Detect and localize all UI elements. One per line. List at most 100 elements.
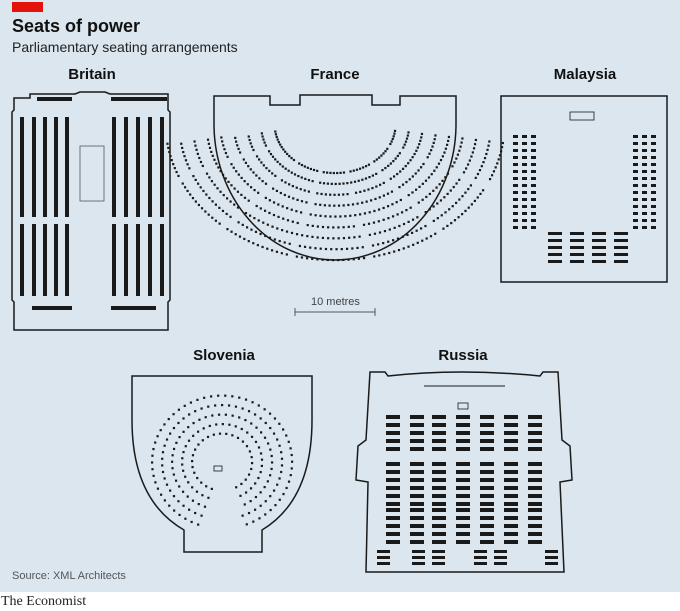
- seat: [419, 227, 423, 230]
- seat: [504, 415, 518, 419]
- seat: [165, 483, 169, 486]
- seat: [152, 447, 155, 451]
- seat: [642, 163, 647, 166]
- seat: [642, 177, 647, 180]
- seat: [167, 417, 170, 421]
- seat: [371, 244, 375, 247]
- seat: [244, 398, 248, 401]
- seat: [377, 243, 380, 246]
- seat: [450, 222, 453, 225]
- seat: [424, 179, 428, 182]
- seat: [197, 523, 200, 526]
- seat: [377, 208, 381, 211]
- seat: [531, 226, 536, 229]
- seat: [351, 247, 354, 250]
- seat: [504, 486, 518, 490]
- seat: [410, 423, 424, 427]
- seat: [245, 523, 248, 526]
- seat: [244, 418, 247, 422]
- seat: [382, 181, 385, 185]
- seat: [248, 214, 252, 217]
- bench: [124, 117, 128, 217]
- seat: [396, 213, 399, 216]
- seat: [250, 435, 254, 438]
- seat: [513, 156, 518, 159]
- seat: [324, 215, 327, 218]
- malaysia-label: Malaysia: [553, 66, 617, 83]
- seat: [287, 440, 290, 443]
- seat: [353, 236, 356, 239]
- seat: [469, 184, 473, 187]
- seat: [513, 226, 518, 229]
- seat: [401, 167, 405, 170]
- seat: [412, 243, 415, 246]
- seat: [442, 227, 445, 230]
- seat: [159, 429, 162, 432]
- seat: [311, 180, 314, 183]
- seat: [440, 214, 443, 217]
- seat: [152, 474, 155, 477]
- seat: [267, 150, 271, 153]
- seat: [224, 151, 228, 155]
- seat: [274, 174, 277, 177]
- seat: [241, 514, 244, 517]
- seat: [221, 423, 224, 426]
- seat: [394, 157, 397, 160]
- seat: [257, 191, 260, 194]
- seat: [168, 150, 171, 154]
- seat: [411, 191, 414, 194]
- seat: [311, 257, 314, 260]
- chart-title: Seats of power: [12, 16, 141, 36]
- seat: [528, 532, 542, 536]
- seat: [184, 445, 187, 448]
- seat: [264, 513, 267, 516]
- seat: [241, 223, 244, 226]
- seat: [513, 170, 518, 173]
- seat: [248, 138, 251, 142]
- seat: [393, 226, 396, 229]
- seat: [174, 479, 178, 482]
- seat: [234, 233, 237, 236]
- seat: [276, 483, 279, 486]
- seat: [434, 134, 437, 137]
- bench: [20, 117, 24, 217]
- seat: [349, 214, 352, 217]
- seat: [531, 205, 536, 208]
- seat: [262, 138, 265, 141]
- seat: [386, 447, 400, 451]
- seat: [178, 485, 181, 488]
- seat: [253, 413, 257, 416]
- britain-label: Britain: [68, 66, 116, 83]
- seat: [191, 196, 195, 200]
- seat: [354, 191, 358, 194]
- seat: [225, 212, 228, 216]
- seat: [247, 511, 251, 515]
- seat: [188, 508, 191, 511]
- seat: [402, 247, 405, 250]
- seat: [446, 192, 449, 196]
- seat: [206, 435, 210, 439]
- seat: [243, 196, 247, 199]
- seat: [215, 423, 218, 426]
- seat: [189, 193, 192, 196]
- seat: [352, 258, 355, 261]
- seat: [386, 462, 400, 466]
- seat: [513, 198, 518, 201]
- seat: [651, 177, 656, 180]
- seat: [406, 134, 409, 137]
- seat: [295, 233, 299, 236]
- seat: [327, 237, 330, 240]
- seat: [393, 250, 396, 253]
- seat: [464, 209, 467, 213]
- seat: [235, 486, 238, 489]
- seat: [328, 204, 331, 207]
- seat: [247, 240, 250, 243]
- seat: [451, 205, 454, 208]
- seat: [410, 540, 424, 544]
- seat: [386, 524, 400, 528]
- seat: [373, 232, 377, 235]
- seat: [545, 550, 558, 553]
- seat: [456, 423, 470, 427]
- seat: [268, 169, 271, 172]
- seat: [268, 211, 271, 215]
